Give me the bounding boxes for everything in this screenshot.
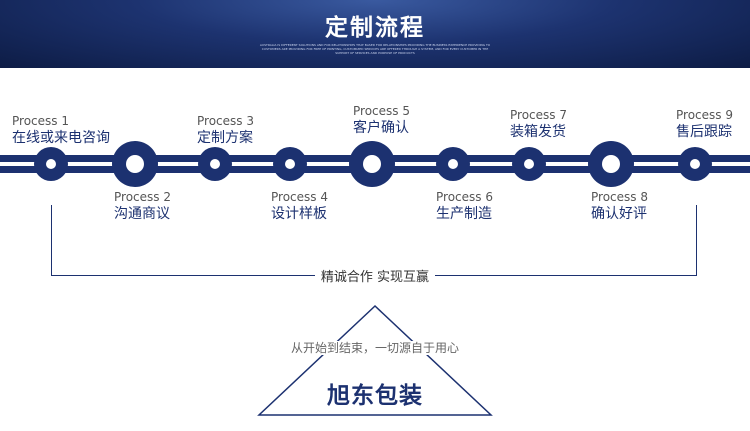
step-4-number: Process 4 (271, 190, 328, 204)
step-4-name: 设计样板 (271, 206, 327, 222)
step-2-node (112, 141, 158, 187)
motto-text: 精诚合作 实现互赢 (314, 270, 436, 285)
step-8-label: Process 8 确认好评 (591, 190, 648, 223)
step-6-node-core (448, 159, 458, 169)
step-4-label: Process 4 设计样板 (271, 190, 328, 223)
step-2-name: 沟通商议 (114, 206, 170, 222)
step-1-node (34, 147, 68, 181)
step-5-name: 客户确认 (353, 120, 409, 136)
banner-title: 定制流程 (325, 15, 425, 41)
step-8-name: 确认好评 (591, 206, 647, 222)
step-4-node-core (285, 159, 295, 169)
step-6-label: Process 6 生产制造 (436, 190, 493, 223)
step-7-number: Process 7 (510, 108, 567, 122)
tagline-text: 从开始到结束，一切源自于用心 (286, 341, 463, 355)
step-2-node-core (126, 155, 144, 173)
step-9-label: Process 9 售后跟踪 (676, 108, 733, 141)
step-3-label: Process 3 定制方案 (197, 114, 254, 147)
step-5-label: Process 5 客户确认 (353, 104, 410, 137)
step-8-number: Process 8 (591, 190, 648, 204)
step-6-node (436, 147, 470, 181)
step-4-node (273, 147, 307, 181)
step-5-node-core (363, 155, 381, 173)
step-7-label: Process 7 装箱发货 (510, 108, 567, 141)
step-9-node (678, 147, 712, 181)
step-8-node (588, 141, 634, 187)
banner-subtitle: AUSTRALIA IS DIFFERENT SOLUTIONS AND FOR… (259, 43, 491, 55)
step-8-node-core (602, 155, 620, 173)
brand-name: 旭东包装 (327, 383, 423, 409)
step-1-name: 在线或来电咨询 (12, 130, 110, 146)
step-6-number: Process 6 (436, 190, 493, 204)
triangle-shape (257, 304, 493, 416)
header-banner: 定制流程 AUSTRALIA IS DIFFERENT SOLUTIONS AN… (0, 0, 750, 68)
step-5-number: Process 5 (353, 104, 410, 118)
step-6-name: 生产制造 (436, 206, 492, 222)
step-5-node (349, 141, 395, 187)
step-7-name: 装箱发货 (510, 124, 566, 140)
step-7-node-core (524, 159, 534, 169)
step-1-number: Process 1 (12, 114, 69, 128)
motto: 精诚合作 实现互赢 (0, 266, 750, 285)
step-1-node-core (46, 159, 56, 169)
step-9-number: Process 9 (676, 108, 733, 122)
step-3-node-core (210, 159, 220, 169)
step-3-number: Process 3 (197, 114, 254, 128)
step-3-name: 定制方案 (197, 130, 253, 146)
step-2-number: Process 2 (114, 190, 171, 204)
step-9-name: 售后跟踪 (676, 124, 732, 140)
step-2-label: Process 2 沟通商议 (114, 190, 171, 223)
step-9-node-core (690, 159, 700, 169)
tagline: 从开始到结束，一切源自于用心 (0, 337, 750, 356)
step-7-node (512, 147, 546, 181)
step-1-label: Process 1 在线或来电咨询 (12, 114, 110, 147)
step-3-node (198, 147, 232, 181)
